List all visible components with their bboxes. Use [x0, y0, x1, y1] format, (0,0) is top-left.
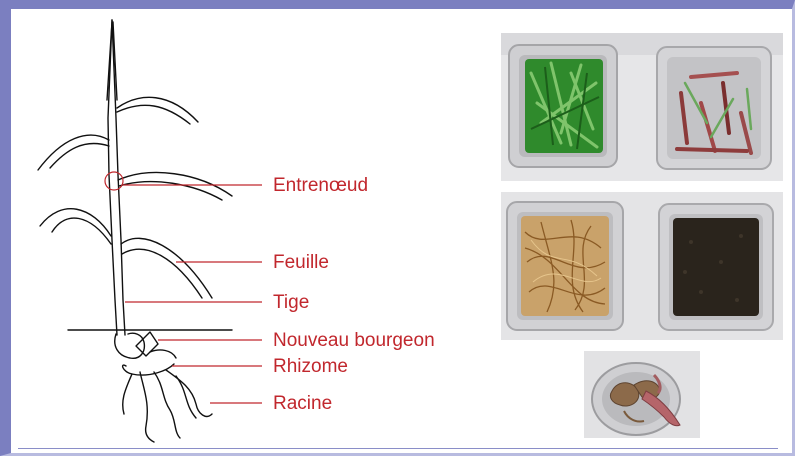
leaf-middle-left — [40, 209, 111, 244]
label-stem: Tige — [273, 292, 309, 314]
leaf-lower-right — [121, 238, 212, 298]
root-1 — [140, 372, 154, 442]
rhizome-base — [115, 333, 145, 358]
root-2 — [154, 372, 180, 438]
leaf-upper-left — [38, 135, 109, 170]
root-3 — [166, 370, 212, 416]
label-internode: Entrenœud — [273, 175, 368, 197]
label-root: Racine — [273, 393, 332, 415]
leaf-middle-right — [118, 173, 232, 200]
leaf-upper-right — [117, 97, 198, 124]
photo-leaves-stems — [501, 33, 783, 181]
label-leaf: Feuille — [273, 252, 329, 274]
photo-roots-soil — [501, 192, 783, 340]
label-new-bud: Nouveau bourgeon — [273, 330, 435, 352]
label-rhizome: Rhizome — [273, 356, 348, 378]
internode-marker — [105, 172, 123, 190]
rhizome-node — [150, 350, 176, 358]
photo-rhizome-dish — [584, 351, 700, 438]
root-4 — [123, 374, 132, 414]
